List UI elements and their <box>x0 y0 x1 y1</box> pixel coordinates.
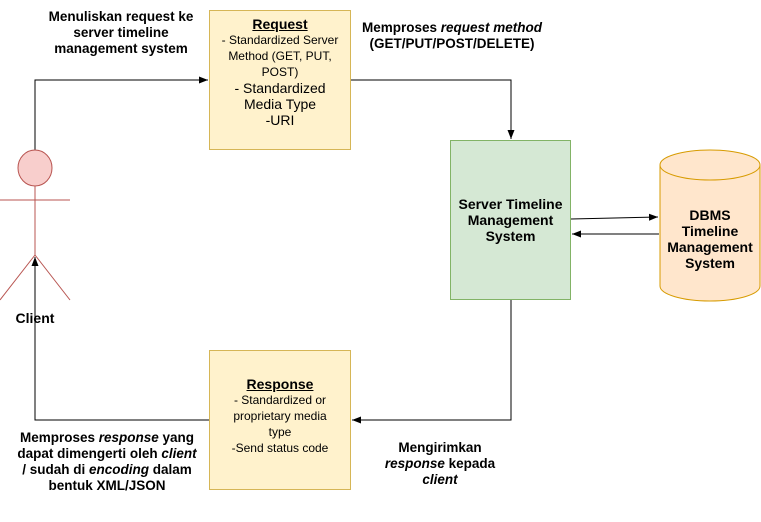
request-title: Request <box>252 16 308 32</box>
dbms-label: DBMS Timeline Management System <box>667 207 753 271</box>
label-process-request-part-b: request method <box>440 20 543 35</box>
label-client-to-request: Menuliskan request ke server timeline ma… <box>48 9 194 56</box>
edge-server-to-dbms <box>570 213 659 221</box>
edge-server-to-response <box>352 300 512 424</box>
label-process-request: Memproses request method (GET/PUT/POST/D… <box>352 20 552 52</box>
client-label: Client <box>15 310 55 326</box>
server-box: Server Timeline Management System <box>450 140 571 300</box>
request-uri-text: -URI <box>265 112 295 128</box>
response-title: Response <box>246 376 314 392</box>
request-method-text: - Standardized Server Method (GET, PUT, … <box>221 33 339 79</box>
label-process-response-part-g: dalam bentuk XML/JSON <box>48 462 192 493</box>
label-send-response-part-c: kepada <box>444 456 496 471</box>
client-actor-icon <box>0 149 71 301</box>
dbms-cylinder-shape <box>659 149 761 302</box>
label-process-request-part-c: (GET/PUT/POST/DELETE) <box>369 36 535 51</box>
edge-response-to-client <box>31 257 209 421</box>
label-process-response-part-b: response <box>98 430 159 445</box>
label-process-response-part-c: yang dapat dimengerti oleh <box>17 430 195 461</box>
label-send-response: Mengirimkan response kepada client <box>365 440 515 488</box>
label-send-response-part-a: Mengirimkan <box>398 440 482 455</box>
label-process-response-part-f: encoding <box>88 462 149 477</box>
server-label: Server Timeline Management System <box>458 196 563 244</box>
request-box: Request - Standardized Server Method (GE… <box>209 10 351 150</box>
request-media-type-text: - Standardized Media Type <box>234 80 326 112</box>
response-media-type-text: - Standardized or proprietary media type <box>233 393 327 439</box>
response-status-text: -Send status code <box>231 441 329 455</box>
edge-request-to-server <box>350 79 515 139</box>
label-process-response-part-a: Memproses <box>19 430 99 445</box>
label-process-response-part-d: client <box>161 446 197 461</box>
edge-client-to-request <box>34 76 208 150</box>
response-box: Response - Standardized or proprietary m… <box>209 350 351 490</box>
label-process-response-part-e: / sudah di <box>22 462 89 477</box>
label-send-response-part-b: response <box>384 456 445 471</box>
label-process-response: Memproses response yang dapat dimengerti… <box>14 430 200 494</box>
label-process-request-part-a: Memproses <box>361 20 441 35</box>
label-send-response-part-d: client <box>422 472 458 487</box>
